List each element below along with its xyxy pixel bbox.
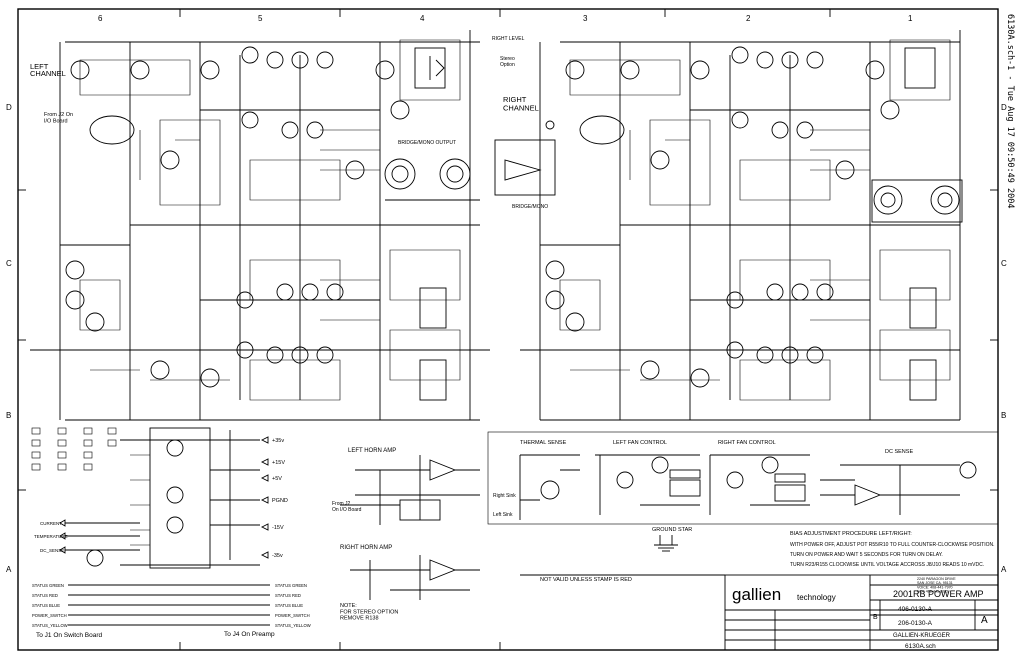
- right-sink-label: Right Sink: [493, 493, 516, 499]
- right-horn-amp-label: RIGHT HORN AMP: [340, 545, 392, 551]
- to-j4-label: To J4 On Preamp: [224, 631, 275, 638]
- drawing-size: B: [873, 614, 878, 621]
- right-channel-circuit: [520, 30, 961, 421]
- left-channel-circuit: [30, 30, 490, 421]
- not-valid-label: NOT VALID UNLESS STAMP IS RED: [540, 577, 632, 583]
- zone-col-1: 1: [908, 14, 913, 23]
- thermal-sense-circuit: [519, 454, 580, 520]
- zone-row-c-left: C: [6, 259, 12, 268]
- right-fan-control-circuit: [709, 454, 810, 515]
- zone-ticks: [18, 9, 998, 650]
- thermal-sense-label: THERMAL SENSE: [520, 440, 567, 446]
- bias-procedure-line-1: WITH POWER OFF, ADJUST POT R55/R10 TO FU…: [790, 542, 994, 548]
- rail-label-pgnd: PGND: [272, 498, 288, 504]
- company-logo-text: gallien: [732, 585, 781, 604]
- bias-procedure-title: BIAS ADJUSTMENT PROCEDURE LEFT/RIGHT:: [790, 531, 912, 537]
- pin-temperature: TEMPERATURE: [34, 534, 68, 539]
- doc-number-1: 406-0130-A: [898, 606, 933, 613]
- title-block: [520, 574, 999, 651]
- status-left-yellow: STATUS_YELLOW: [32, 623, 68, 628]
- doc-number-2: 206-0130-A: [898, 620, 933, 627]
- bridge-mono-label: BRIDGE/MONO: [512, 204, 548, 210]
- pin-current: CURRENT: [40, 521, 62, 526]
- bridge-mono-switch: [494, 120, 556, 196]
- bias-procedure-line-2: TURN ON POWER AND WAIT 5 SECONDS FOR TUR…: [790, 552, 943, 558]
- status-right-power: POWER_SWITCH: [275, 613, 310, 618]
- power-supply-circuit: [86, 427, 260, 569]
- ground-star-symbol: [654, 535, 678, 552]
- zone-row-d-right: D: [1001, 103, 1007, 112]
- rail-label-plus35: +35v: [272, 438, 284, 444]
- zone-row-b-left: B: [6, 411, 11, 420]
- zone-row-c-right: C: [1001, 259, 1007, 268]
- switch-pins: [59, 519, 140, 554]
- zone-col-6: 6: [98, 14, 103, 23]
- left-horn-amp-circuit: [340, 455, 480, 525]
- zone-row-d-left: D: [6, 103, 12, 112]
- left-fan-control-label: LEFT FAN CONTROL: [613, 440, 667, 446]
- left-transistors: [65, 46, 410, 388]
- zone-col-3: 3: [583, 14, 588, 23]
- sheet-border: [17, 8, 999, 651]
- right-output-devices: [871, 47, 963, 401]
- right-transistors: [545, 46, 900, 388]
- side-stamp: 6130A.sch-1 - Tue Aug 17 09:50:49 2004: [1005, 14, 1015, 208]
- zone-col-5: 5: [258, 14, 263, 23]
- dc-sense-label: DC SENSE: [885, 449, 913, 455]
- status-left-blue: STATUS BLUE: [32, 603, 60, 608]
- left-sink-label: Left Sink: [493, 512, 513, 518]
- status-right-green: STATUS GREEN: [275, 583, 307, 588]
- zone-row-a-right: A: [1001, 565, 1007, 574]
- to-j1-label: To J1 On Switch Board: [36, 632, 102, 639]
- ground-star-label: GROUND STAR: [652, 527, 692, 533]
- status-left-power: POWER_SWITCH: [32, 613, 67, 618]
- rail-label-minus35: -35v: [272, 553, 283, 559]
- zone-col-2: 2: [746, 14, 751, 23]
- drawing-title: 2001RB POWER AMP: [893, 589, 984, 599]
- zone-row-b-right: B: [1001, 411, 1006, 420]
- right-horn-amp-circuit: [350, 555, 480, 600]
- status-right-blue: STATUS BLUE: [275, 603, 303, 608]
- bridge-mono-output-label: BRIDGE/MONO OUTPUT: [398, 140, 456, 146]
- rail-outputs: [260, 436, 269, 559]
- status-right-yellow: STATUS_YELLOW: [275, 623, 311, 628]
- dc-sense-circuit: [820, 461, 977, 515]
- right-fan-control-label: RIGHT FAN CONTROL: [718, 440, 776, 446]
- rail-label-plus5: +5V: [272, 476, 282, 482]
- jumper-grid: [31, 427, 117, 471]
- rail-label-plus15: +15V: [272, 460, 285, 466]
- zone-col-4: 4: [420, 14, 425, 23]
- file-name: 6130A.sch: [905, 643, 936, 650]
- status-left-green: STATUS GREEN: [32, 583, 64, 588]
- rail-label-minus15: -15V: [272, 525, 284, 531]
- left-fan-control-circuit: [595, 454, 701, 515]
- pin-dc-sense: DC_SENSE: [40, 548, 64, 553]
- bias-procedure-line-3: TURN R23/R155 CLOCKWISE UNTIL VOLTAGE AC…: [790, 562, 984, 568]
- right-level-label: RIGHT LEVEL: [492, 36, 525, 42]
- status-left-red: STATUS RED: [32, 593, 58, 598]
- revision: A: [981, 615, 988, 626]
- status-right-red: STATUS RED: [275, 593, 301, 598]
- zone-row-a-left: A: [6, 565, 12, 574]
- company-suffix: technology: [797, 593, 836, 602]
- sense-control-region: [487, 431, 999, 525]
- left-output-devices: [414, 47, 447, 401]
- left-horn-amp-label: LEFT HORN AMP: [348, 448, 396, 454]
- status-lines: [68, 584, 270, 626]
- customer-name: GALLIEN-KRUEGER: [893, 633, 951, 639]
- bridge-mono-output: [384, 158, 480, 201]
